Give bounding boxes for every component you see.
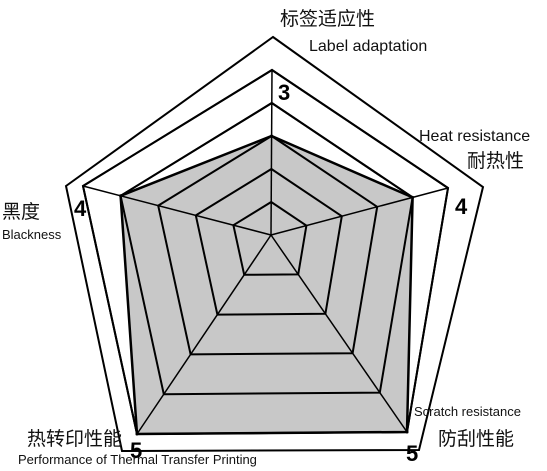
axis-label-thermal-transfer-en: Performance of Thermal Transfer Printing	[18, 452, 257, 467]
axis-label-blackness-zh: 黑度	[2, 201, 40, 223]
score-label-label-adaptation: 3	[278, 80, 290, 105]
axis-label-label-adaptation-zh: 标签适应性	[280, 8, 375, 30]
axis-label-label-adaptation-en: Label adaptation	[309, 38, 427, 55]
axis-spoke-1	[270, 187, 449, 236]
score-label-blackness: 4	[74, 196, 87, 221]
value-point-2	[405, 430, 409, 434]
grid-ring-overlay-5	[81, 68, 450, 436]
value-point-4	[119, 194, 123, 198]
axis-spoke-0	[270, 69, 273, 236]
grid-ring-overlay-1	[232, 200, 308, 276]
axis-label-scratch-resistance-zh: 防刮性能	[438, 428, 514, 450]
axis-label-scratch-resistance-en: Scratch resistance	[414, 404, 521, 419]
axis-spoke-3	[136, 234, 272, 435]
score-label-heat-resistance: 4	[455, 194, 468, 219]
grid-ring-overlay-3	[157, 134, 379, 356]
axis-label-thermal-transfer-zh: 热转印性能	[27, 428, 122, 450]
value-point-3	[135, 432, 139, 436]
axis-spoke-4	[82, 185, 272, 236]
axis-spoke-2	[270, 234, 408, 433]
grid-lines	[81, 68, 450, 436]
value-area	[119, 134, 414, 436]
grid-ring-overlay-4	[119, 101, 414, 396]
axis-label-blackness-en: Blackness	[2, 227, 62, 242]
score-label-thermal-transfer: 5	[130, 438, 142, 463]
score-label-scratch-resistance: 5	[406, 441, 418, 466]
axis-label-heat-resistance-zh: 耐热性	[467, 150, 524, 172]
axis-label-heat-resistance-en: Heat resistance	[419, 128, 530, 145]
value-point-0	[270, 134, 274, 138]
value-point-1	[411, 195, 415, 199]
grid-ring-overlay-2	[194, 167, 343, 316]
